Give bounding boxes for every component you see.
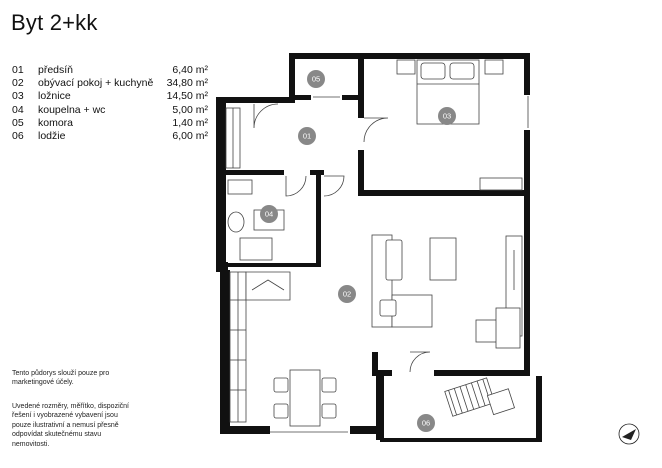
disclaimer-note: Uvedené rozměry, měřítko, dispoziční řeš… [12, 403, 129, 448]
room-row: 05 komora 1,40 m² [12, 117, 208, 130]
room-area: 14,50 m² [166, 90, 208, 103]
living-furniture [371, 234, 523, 349]
loggia-furniture [444, 377, 516, 417]
room-name: obývací pokoj + kuchyně [38, 77, 154, 90]
room-area: 1,40 m² [172, 116, 208, 129]
room-name: komora [38, 116, 74, 129]
room-number: 03 [12, 90, 24, 103]
dining-table [273, 369, 337, 427]
room-number: 05 [12, 116, 24, 129]
room-number: 02 [12, 77, 24, 90]
room-list: 01 předsíň 6,40 m² 02 obývací pokoj + ku… [12, 64, 208, 143]
room-badge-03 [438, 107, 456, 125]
room-row: 06 lodžie 6,00 m² [12, 130, 208, 143]
room-badge-04 [260, 205, 278, 223]
bedroom-furniture [396, 59, 523, 191]
room-label-03: 03 [443, 112, 451, 121]
room-label-06: 06 [422, 419, 430, 428]
room-label-04: 04 [265, 210, 273, 219]
marketing-note: Tento půdorys slouží pouze pro marketing… [12, 370, 110, 387]
room-row: 02 obývací pokoj + kuchyně 34,80 m² [12, 77, 208, 90]
room-number: 06 [12, 130, 24, 143]
room-area: 34,80 m² [166, 77, 208, 90]
room-badge-05 [307, 70, 325, 88]
room-row: 04 koupelna + wc 5,00 m² [12, 104, 208, 117]
room-labels: 05 01 03 04 02 06 [260, 70, 456, 432]
room-number: 04 [12, 103, 24, 116]
room-label-01: 01 [303, 132, 311, 141]
room-area: 5,00 m² [172, 103, 208, 116]
kitchen [229, 271, 291, 423]
room-label-02: 02 [343, 290, 351, 299]
room-area: 6,40 m² [172, 64, 208, 76]
walls [216, 53, 542, 442]
room-badge-02 [338, 285, 356, 303]
room-row: 03 ložnice 14,50 m² [12, 90, 208, 103]
doors [253, 96, 529, 433]
room-name: ložnice [38, 90, 71, 103]
room-badge-01 [298, 127, 316, 145]
room-label-05: 05 [312, 75, 320, 84]
room-badge-06 [417, 414, 435, 432]
room-name: předsíň [38, 64, 74, 76]
north-arrow-icon [618, 423, 640, 445]
hall-furniture [225, 107, 241, 169]
page-title: Byt 2+kk [11, 10, 98, 35]
room-area: 6,00 m² [172, 130, 208, 143]
room-name: lodžie [38, 130, 66, 143]
room-row: 01 předsíň 6,40 m² [12, 64, 208, 77]
room-name: koupelna + wc [38, 103, 106, 116]
room-number: 01 [12, 64, 24, 76]
